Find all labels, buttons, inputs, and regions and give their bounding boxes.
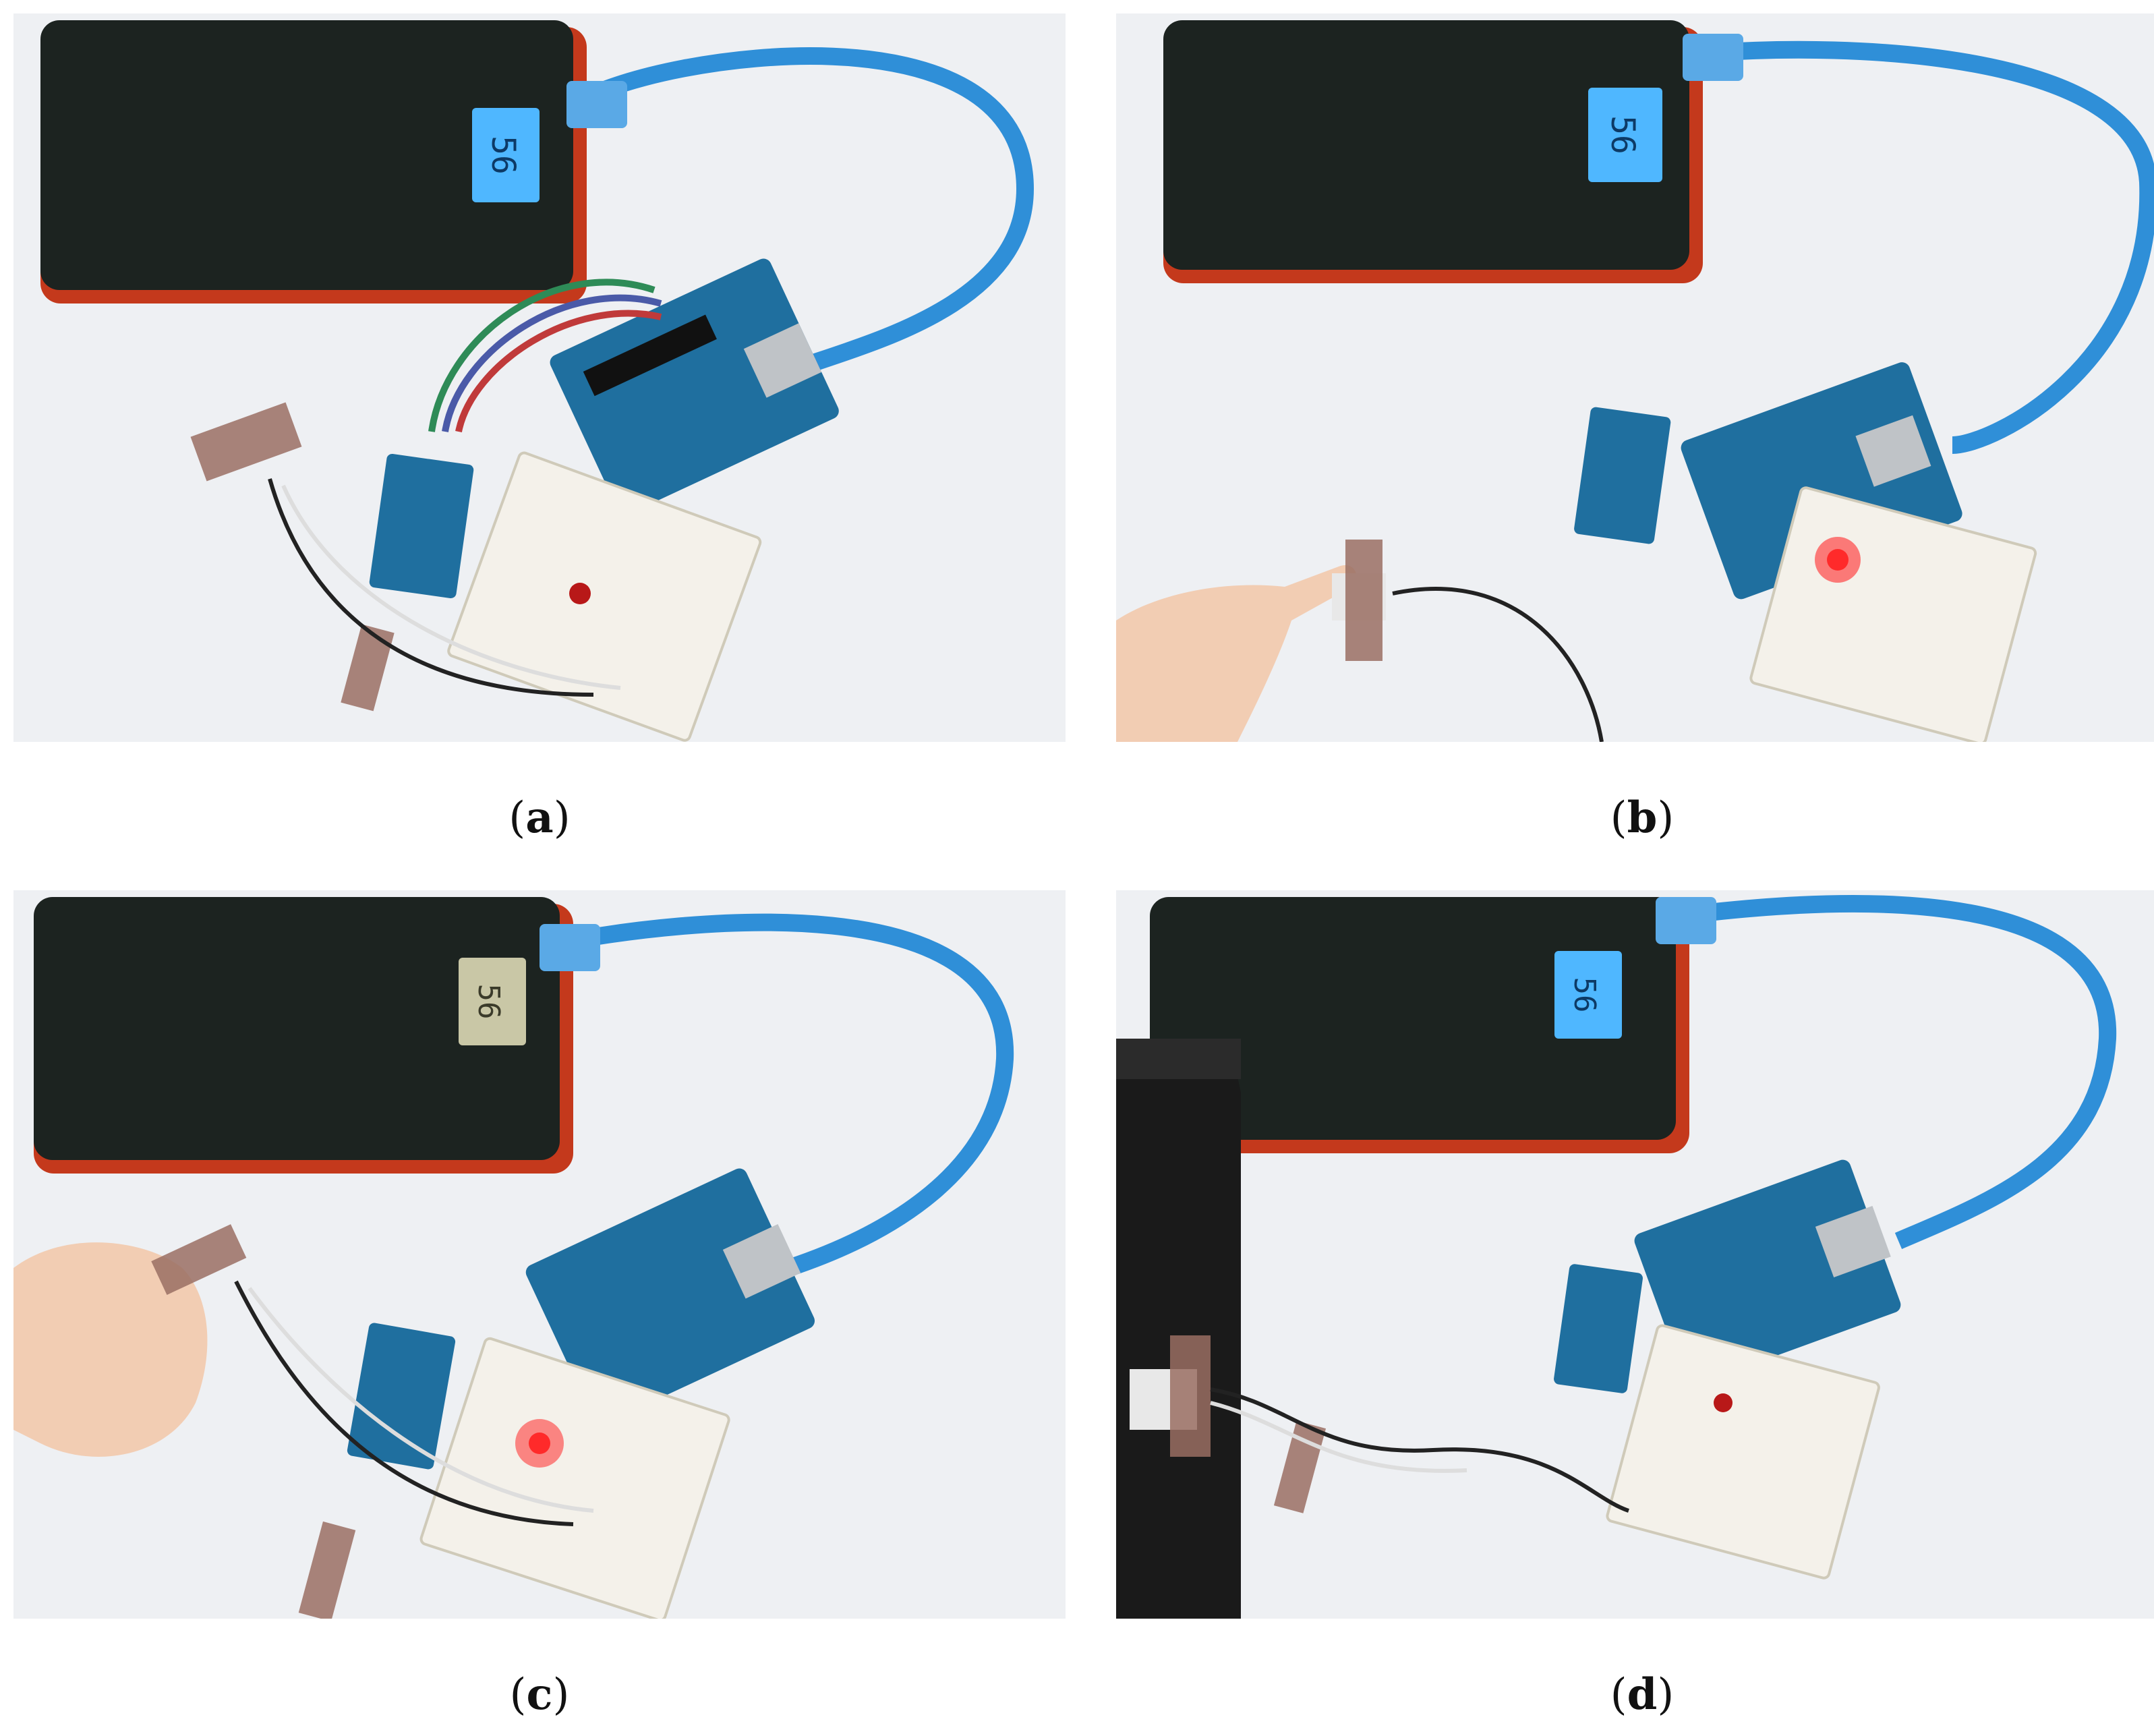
photo-a: 56 <box>13 13 1066 742</box>
arduino-board <box>550 258 839 515</box>
sd-module <box>1554 1264 1643 1393</box>
photo-d: 56 <box>1116 890 2154 1619</box>
caption-c: (c) <box>509 1669 570 1720</box>
usb-cable <box>575 47 1035 373</box>
tape <box>190 402 302 482</box>
power-bank <box>40 20 573 290</box>
display-reading: 56 <box>471 984 506 1020</box>
tape <box>151 1224 247 1295</box>
power-bank <box>1163 20 1689 270</box>
caption-letter: b <box>1627 792 1658 843</box>
power-bank-display <box>459 958 526 1045</box>
power-bank <box>34 897 560 1160</box>
power-bank <box>1150 897 1676 1140</box>
hand <box>13 1242 208 1457</box>
breadboard <box>419 1337 730 1619</box>
tape <box>1345 540 1382 661</box>
tape <box>1170 1335 1211 1457</box>
sd-module <box>369 453 474 599</box>
caption-letter: d <box>1627 1669 1658 1720</box>
breadboard <box>1606 1324 1880 1580</box>
display-reading: 56 <box>1567 977 1602 1013</box>
led <box>1827 549 1849 571</box>
display-reading: 56 <box>1604 115 1641 154</box>
caption-b: (b) <box>1610 792 1675 843</box>
sd-module <box>347 1323 456 1470</box>
black-box <box>1116 1039 1241 1619</box>
photo-c: 56 <box>13 890 1066 1619</box>
caption-letter: c <box>526 1669 553 1720</box>
led <box>529 1433 550 1454</box>
power-bank-display <box>1588 88 1662 182</box>
usb-cable <box>551 913 1014 1277</box>
display-reading: 56 <box>484 136 522 175</box>
led <box>569 583 591 604</box>
arduino-board <box>525 1168 815 1425</box>
photo-panel-c: 56 <box>13 890 1066 1619</box>
caption-letter: a <box>525 792 554 843</box>
photo-panel-d: 56 <box>1116 890 2154 1619</box>
power-bank-display <box>472 108 540 202</box>
usb-cable <box>1695 40 2154 454</box>
usb-cable <box>1668 895 2117 1249</box>
hand <box>1116 565 1357 742</box>
sd-module <box>1574 407 1671 544</box>
photo-b: 56 <box>1116 13 2154 742</box>
arduino-board <box>1634 1159 1901 1386</box>
power-bank-display <box>1554 951 1622 1039</box>
usb-plug <box>566 81 627 128</box>
photo-panel-b: 56 <box>1116 13 2154 742</box>
led <box>1714 1393 1733 1412</box>
caption-d: (d) <box>1610 1669 1675 1720</box>
photo-panel-a: 56 <box>13 13 1066 742</box>
caption-a: (a) <box>508 792 571 843</box>
